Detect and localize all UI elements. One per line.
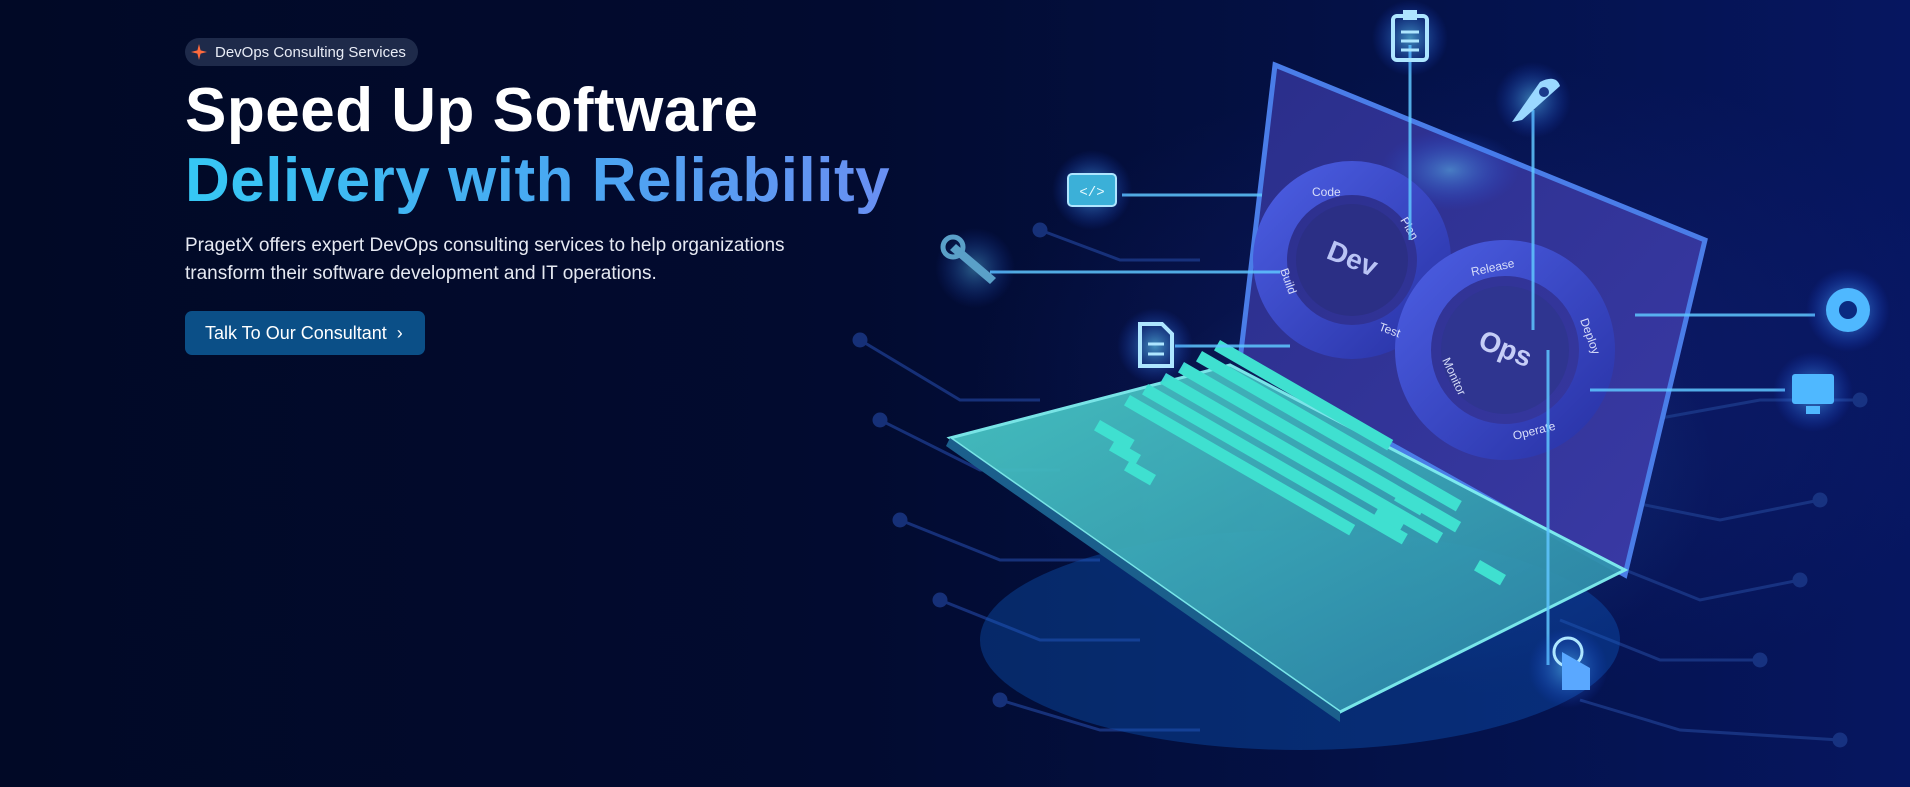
sparkle-icon [191,44,207,60]
title-line-1: Speed Up Software [185,76,759,145]
circuit-traces [852,222,1868,748]
rocket-icon [1495,62,1571,138]
clipboard-icon [1372,0,1448,76]
devops-infinity-loop: Dev Ops Code Plan Build Test Release Dep… [1253,161,1615,460]
talk-to-consultant-button[interactable]: Talk To Our Consultant › [185,311,425,355]
code-window-icon: </> [1052,150,1132,230]
hero-description: PragetX offers expert DevOps consulting … [185,232,845,288]
pointer-hand-icon [1528,628,1608,708]
stage-code: Code [1312,185,1341,199]
svg-text:</>: </> [1079,185,1104,201]
gear-icon [1806,268,1890,352]
category-badge: DevOps Consulting Services [185,38,418,66]
monitor-icon [1773,352,1853,432]
document-icon [1117,308,1193,384]
keyboard [1094,340,1506,586]
page-title: Speed Up Software Delivery with Reliabil… [185,76,905,216]
title-line-2: Delivery with Reliability [185,146,905,216]
wrench-icon [935,228,1015,308]
hero-section: DevOps Consulting Services Speed Up Soft… [185,38,905,355]
chevron-right-icon: › [396,323,403,343]
description-line-1: PragetX offers expert DevOps consulting … [185,235,785,256]
cta-label: Talk To Our Consultant [205,322,387,343]
description-line-2: transform their software development and… [185,263,657,284]
badge-label: DevOps Consulting Services [215,43,406,61]
